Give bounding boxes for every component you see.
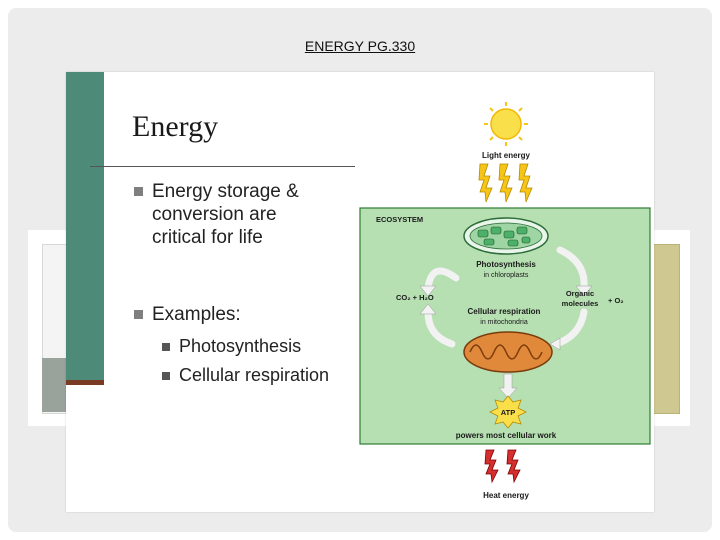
- heat-energy-label: Heat energy: [483, 491, 529, 500]
- bullet-square-icon: [134, 310, 143, 319]
- bullet-line: conversion are: [152, 204, 277, 225]
- sun-icon: [484, 102, 528, 146]
- cycle-arrowheads: [419, 285, 593, 351]
- sub-bullet-square-icon: [162, 372, 170, 380]
- bullet-square-icon: [134, 187, 143, 196]
- slide-accent-bar-base: [66, 380, 104, 385]
- page-title: ENERGY PG.330: [304, 38, 416, 54]
- ecosystem-label: ECOSYSTEM: [376, 215, 423, 224]
- heat-energy-arrows: [484, 449, 521, 484]
- molecules-label: molecules: [562, 299, 599, 308]
- light-energy-label: Light energy: [482, 151, 531, 160]
- slide-accent-bar: [66, 72, 104, 384]
- sub-bullet-cellular-respiration: Cellular respiration: [162, 364, 330, 387]
- sub-bullet-photosynthesis: Photosynthesis: [162, 335, 302, 358]
- bullet-energy-storage: Energy storage & conversion are critical…: [134, 180, 299, 249]
- photosynthesis-label: Photosynthesis: [476, 260, 536, 269]
- o2-label: + O₂: [608, 296, 624, 305]
- bullet-line: Examples:: [152, 304, 241, 325]
- cellular-respiration-sub-label: in mitochondria: [480, 319, 528, 326]
- sub-bullet-square-icon: [162, 343, 170, 351]
- atp-arrow: [498, 373, 518, 399]
- photosynthesis-sub-label: in chloroplasts: [484, 272, 529, 279]
- background-right-panel: [652, 244, 680, 414]
- cellular-respiration-label: Cellular respiration: [468, 307, 541, 316]
- heading-divider: [90, 166, 355, 167]
- sub-bullet-text: Photosynthesis: [179, 336, 302, 356]
- background-left-dark-panel: [42, 358, 70, 412]
- bullet-line: critical for life: [152, 227, 263, 248]
- bullet-examples: Examples:: [134, 303, 241, 326]
- energy-flow-diagram: Light energy ECOSYSTEM Photosynthesis in…: [359, 102, 651, 500]
- sub-bullet-text: Cellular respiration: [179, 365, 330, 385]
- mitochondrion-icon: [463, 331, 553, 373]
- atp-burst-icon: [489, 395, 527, 429]
- atp-label: ATP: [501, 408, 515, 417]
- chloroplast-icon: [463, 217, 549, 255]
- light-energy-arrows: [478, 163, 533, 203]
- powers-cellular-work-label: powers most cellular work: [456, 431, 557, 440]
- organic-label: Organic: [566, 289, 594, 298]
- bullet-line: Energy storage &: [152, 181, 299, 202]
- slide-heading: Energy: [132, 110, 219, 143]
- co2-h2o-label: CO₂ + H₂O: [396, 293, 434, 302]
